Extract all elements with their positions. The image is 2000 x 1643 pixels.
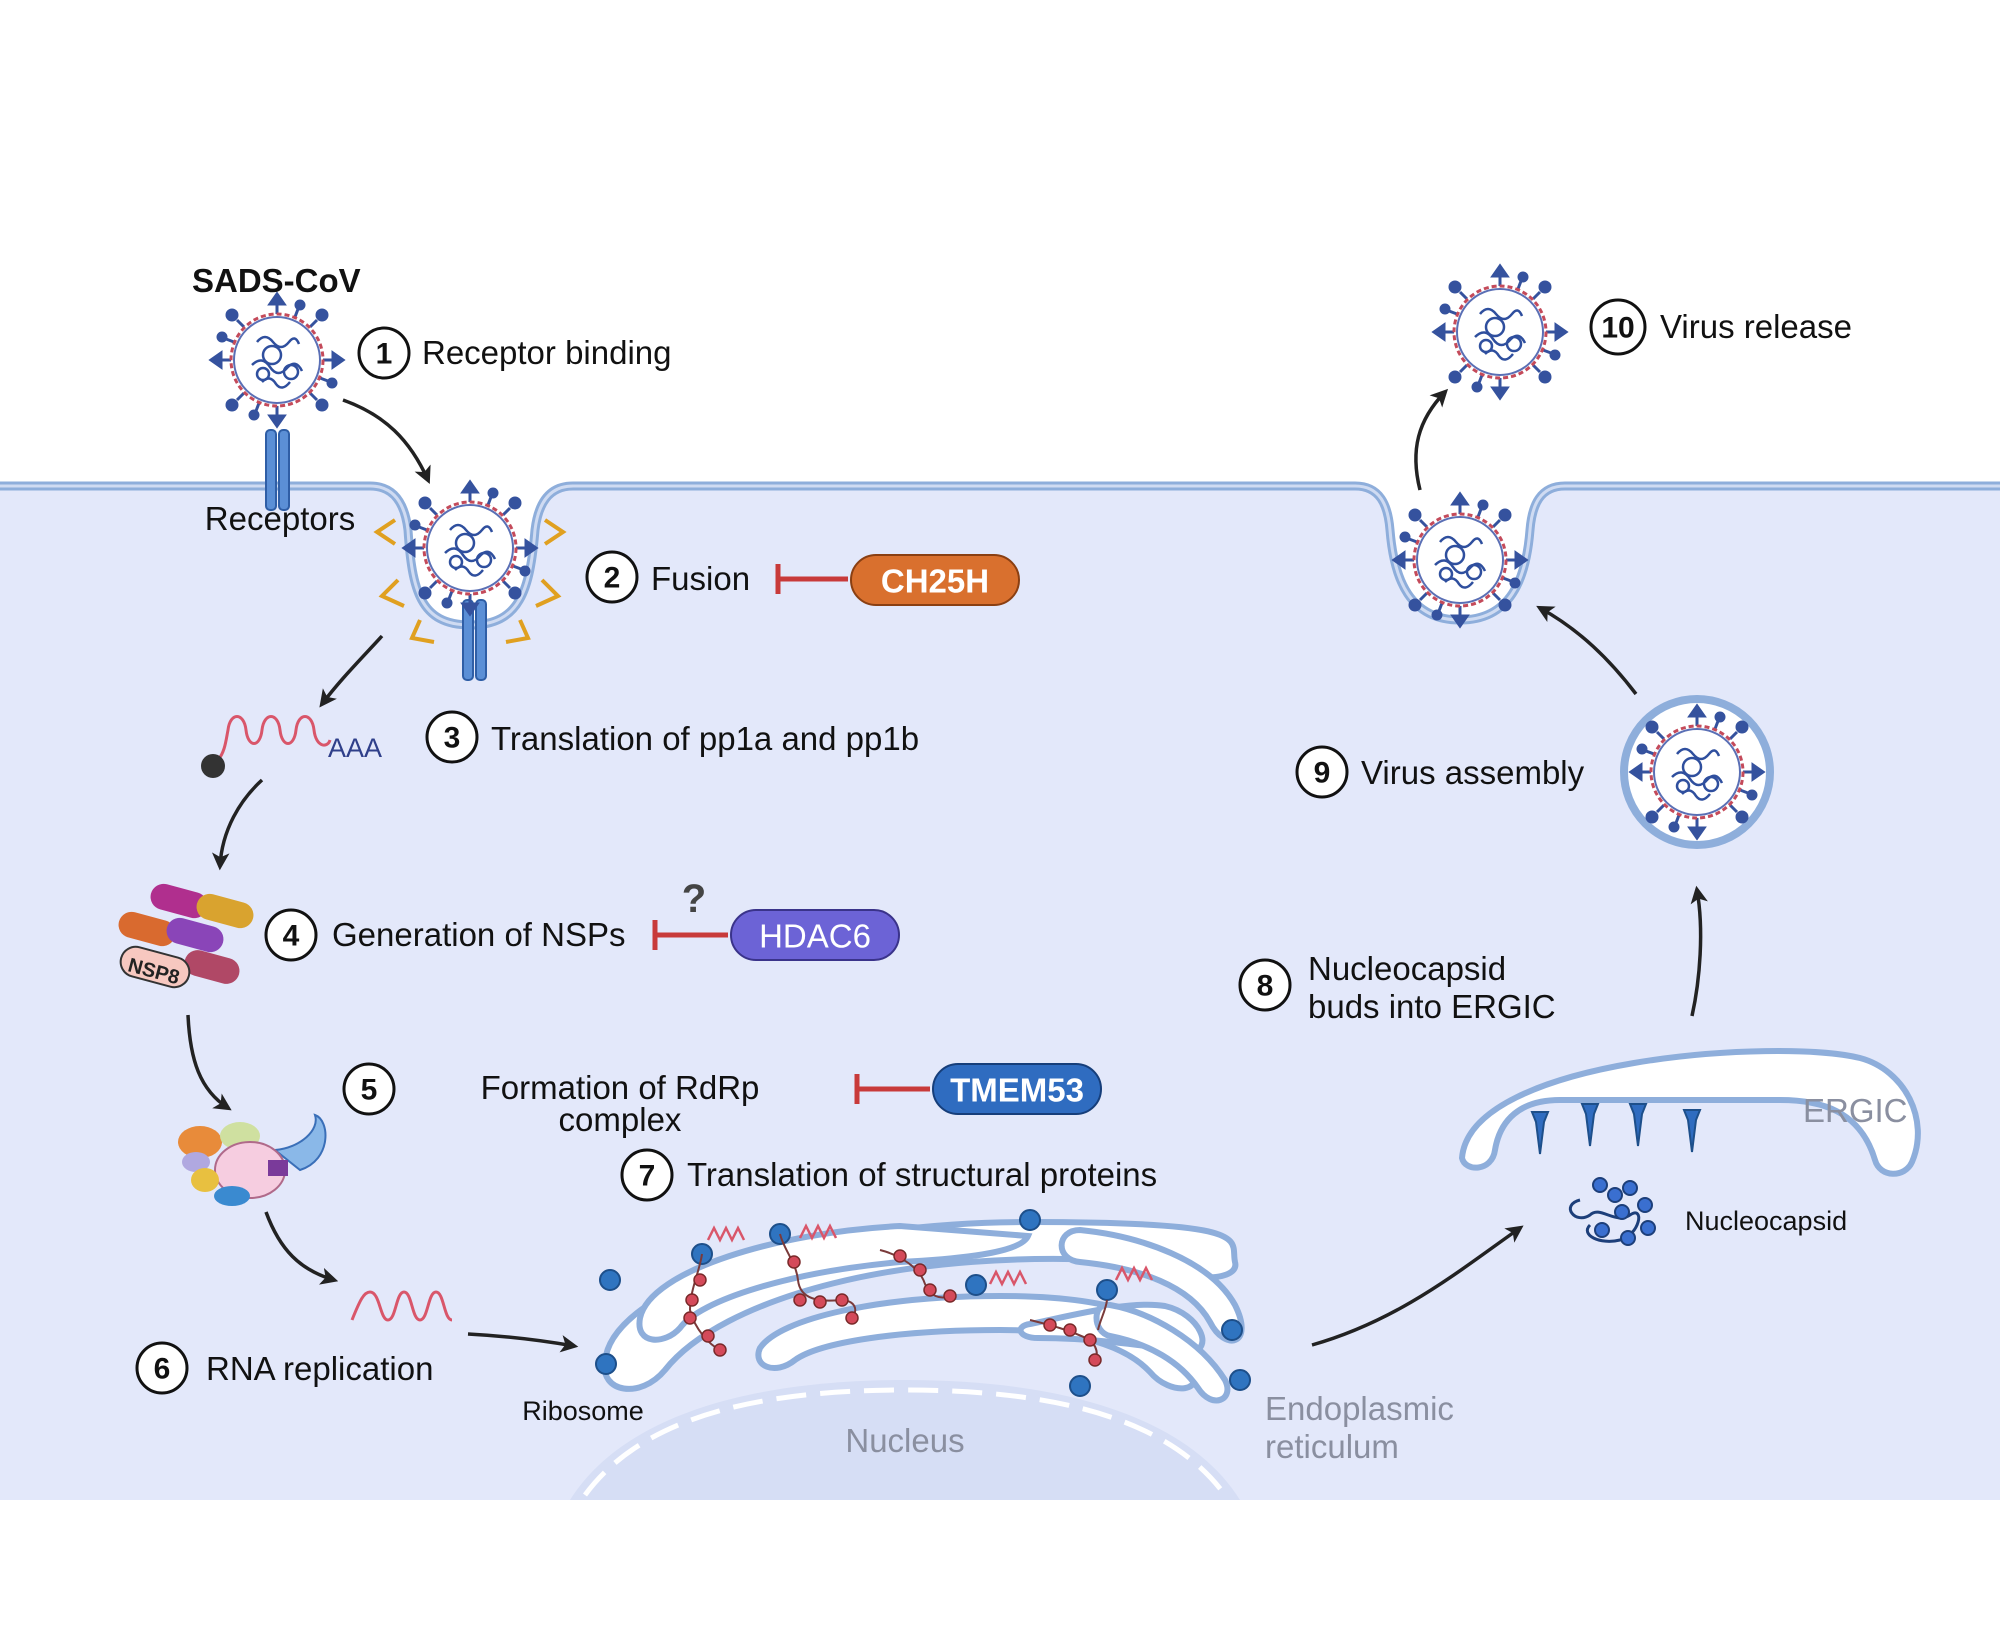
svg-text:TMEM53: TMEM53 xyxy=(950,1072,1084,1109)
er-label-line1: Endoplasmic xyxy=(1265,1390,1454,1427)
step-label-virus-assembly: Virus assembly xyxy=(1361,754,1585,791)
replicated-rna xyxy=(350,1290,453,1322)
arrow-assembly-to-budding xyxy=(1536,605,1638,696)
virion-in-endosome xyxy=(402,480,538,616)
inhibition-line-tmem53 xyxy=(854,1074,930,1104)
step-label-virus-release: Virus release xyxy=(1660,308,1852,345)
svg-text:4: 4 xyxy=(283,920,300,953)
svg-text:2: 2 xyxy=(604,562,621,595)
inhibition-line-ch25h xyxy=(775,564,848,594)
svg-text:1: 1 xyxy=(376,338,393,371)
step-badge-9: 9 xyxy=(1295,745,1349,799)
step-badge-3: 3 xyxy=(425,710,479,764)
ergic-label: ERGIC xyxy=(1803,1092,1908,1129)
er-label-line2: reticulum xyxy=(1265,1428,1399,1465)
step-label-fusion: Fusion xyxy=(651,560,750,597)
cytoplasm xyxy=(0,486,2000,1500)
rdrp-complex-icon xyxy=(178,1113,327,1206)
receptor-protein-endosome xyxy=(462,599,487,681)
arrow-rdrp-to-replication xyxy=(264,1211,339,1285)
step-label-translation-structural: Translation of structural proteins xyxy=(687,1156,1157,1193)
sads-cov-virion xyxy=(209,292,345,428)
arrow-binding-to-entry xyxy=(342,398,431,484)
arrow-ergic-to-assembly xyxy=(1690,885,1708,1017)
arrow-translation-to-nsps xyxy=(211,778,264,871)
step-label-translation-pp1a-pp1b: Translation of pp1a and pp1b xyxy=(491,720,919,757)
arrow-er-to-ergic xyxy=(1311,1225,1524,1347)
step-badge-8: 8 xyxy=(1238,958,1292,1012)
inhibition-line-hdac6 xyxy=(652,920,728,950)
virion-released xyxy=(1432,264,1568,400)
nsp-cluster: NSP8 xyxy=(118,883,254,989)
step-label-generation-of-nsps: Generation of NSPs xyxy=(332,916,626,953)
mrna-transcript xyxy=(201,715,332,778)
arrow-replication-to-er xyxy=(467,1332,579,1353)
svg-text:6: 6 xyxy=(154,1353,171,1386)
svg-text:7: 7 xyxy=(639,1160,656,1193)
step-badge-6: 6 xyxy=(135,1341,189,1395)
question-mark: ? xyxy=(682,877,706,921)
arrow-nsps-to-rdrp xyxy=(186,1014,232,1111)
ch25h-pill: CH25H xyxy=(850,554,1020,606)
step-badge-7: 7 xyxy=(620,1148,674,1202)
svg-text:3: 3 xyxy=(444,722,461,755)
ergic xyxy=(1458,1048,1921,1177)
receptor-protein xyxy=(265,429,290,511)
hdac6-pill: HDAC6 xyxy=(730,909,900,961)
nucleocapsid-icon xyxy=(1568,1177,1656,1246)
virion-budding xyxy=(1392,492,1528,628)
receptors-label: Receptors xyxy=(205,500,355,537)
arrow-entry-to-translation xyxy=(319,634,384,708)
mrna-on-er xyxy=(706,1223,1154,1287)
step-label-nucleocapsid: Nucleocapsid xyxy=(1308,950,1506,987)
step-badge-5: 5 xyxy=(342,1062,396,1116)
step-label-nucleocapsid-line2: buds into ERGIC xyxy=(1308,988,1556,1025)
svg-text:8: 8 xyxy=(1257,970,1274,1003)
step-label-rna-replication: RNA replication xyxy=(206,1350,433,1387)
step-badge-10: 10 xyxy=(1589,298,1647,356)
step-label-receptor-binding: Receptor binding xyxy=(422,334,672,371)
svg-text:5: 5 xyxy=(361,1074,378,1107)
step-badge-2: 2 xyxy=(585,550,639,604)
fusion-proteins xyxy=(373,518,567,644)
step-badge-4: 4 xyxy=(264,908,318,962)
nucleus-label: Nucleus xyxy=(845,1422,964,1459)
poly-a-tail-label: AAA xyxy=(328,733,382,763)
arrow-budding-to-release xyxy=(1414,388,1449,491)
step-label-formation-rdrp: Formation of RdRp xyxy=(481,1069,760,1106)
virion-assembled xyxy=(1629,704,1765,840)
svg-text:10: 10 xyxy=(1601,312,1634,345)
amino-acids xyxy=(683,1249,1102,1367)
tmem53-pill: TMEM53 xyxy=(932,1063,1102,1115)
step-label-formation-rdrp-line2: complex xyxy=(559,1101,682,1138)
svg-text:CH25H: CH25H xyxy=(881,563,989,600)
ribosome-label: Ribosome xyxy=(522,1396,644,1426)
nucleus xyxy=(570,1380,1240,1500)
step-badge-1: 1 xyxy=(357,326,411,380)
svg-text:HDAC6: HDAC6 xyxy=(759,918,871,955)
svg-text:9: 9 xyxy=(1314,757,1331,790)
nucleocapsid-label: Nucleocapsid xyxy=(1685,1206,1847,1236)
virus-name-label: SADS-CoV xyxy=(192,262,361,299)
